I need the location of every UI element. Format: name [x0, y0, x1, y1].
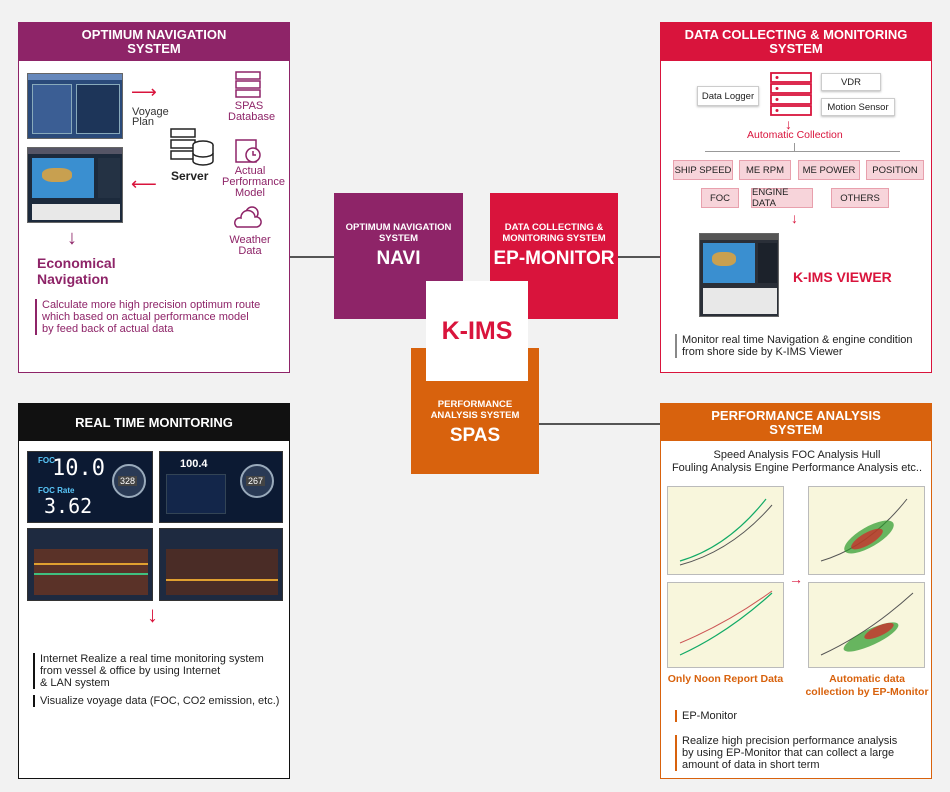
- ship-speed-box: SHIP SPEED: [673, 160, 733, 180]
- realtime-panel-header: REAL TIME MONITORING: [19, 404, 289, 441]
- navi-hub-title: NAVI: [376, 248, 421, 269]
- kims-center-box: K-IMS: [426, 281, 528, 381]
- ep-hub-sub-1: DATA COLLECTING &: [504, 222, 604, 233]
- connector-navi: [290, 256, 334, 258]
- bracket-vertical: [794, 143, 795, 151]
- foc-box: FOC: [701, 188, 739, 208]
- trend-chart-1: [27, 528, 153, 601]
- spas-hub-sub-1: PERFORMANCE: [437, 399, 513, 410]
- speed-analysis-plot-ep: [808, 486, 925, 575]
- automatic-collection-label: Automatic Collection: [747, 129, 843, 141]
- kims-viewer-label: K-IMS VIEWER: [793, 269, 892, 285]
- monitor-panel-header: DATA COLLECTING & MONITORING SYSTEM: [661, 23, 931, 61]
- monitor-title-2: SYSTEM: [769, 41, 823, 56]
- foc-analysis-plot: [667, 582, 784, 668]
- spas-hub-sub-2: ANALYSIS SYSTEM: [430, 410, 520, 421]
- arrow-right-icon: →: [789, 571, 803, 587]
- voyage-plan-screenshot: [27, 73, 123, 139]
- navi-title-1: OPTIMUM NAVIGATION: [81, 27, 227, 42]
- spas-panel-header: PERFORMANCE ANALYSIS SYSTEM: [661, 404, 931, 441]
- speed-analysis-plot: [667, 486, 784, 575]
- spas-hub-box: PERFORMANCE ANALYSIS SYSTEM SPAS: [411, 348, 539, 474]
- others-box: OTHERS: [831, 188, 889, 208]
- bracket-top: [705, 151, 900, 152]
- spas-title-2: SYSTEM: [769, 421, 823, 437]
- performance-model-icon: [233, 137, 263, 170]
- data-logger-box: Data Logger: [697, 86, 759, 106]
- connector-spas: [538, 423, 660, 425]
- navi-hub-sub-2: SYSTEM: [378, 233, 419, 244]
- realtime-description: Internet Realize a real time monitoring …: [33, 653, 264, 689]
- server-label: Server: [171, 169, 209, 183]
- position-box: POSITION: [866, 160, 924, 180]
- database-icon: [233, 69, 263, 104]
- spas-title-1: PERFORMANCE ANALYSIS: [711, 407, 881, 423]
- foc-dashboard: FOC 10.0 FOC Rate 3.62 328: [27, 451, 153, 523]
- monitor-panel: DATA COLLECTING & MONITORING SYSTEM Data…: [660, 22, 932, 373]
- ep-hub-sub-2: MONITORING SYSTEM: [502, 233, 606, 244]
- me-power-box: ME POWER: [798, 160, 860, 180]
- server-icon: [169, 127, 215, 172]
- navi-title-2: SYSTEM: [127, 41, 181, 56]
- navi-hub-sub-1: OPTIMUM NAVIGATION: [345, 222, 452, 233]
- kims-logo-text: K-IMS: [441, 316, 513, 345]
- monitor-title-1: DATA COLLECTING & MONITORING: [684, 27, 908, 42]
- navigation-screenshot: [27, 147, 123, 223]
- realtime-panel: REAL TIME MONITORING FOC 10.0 FOC Rate 3…: [18, 403, 290, 779]
- motion-sensor-box: Motion Sensor: [821, 98, 895, 116]
- trend-chart-2: [159, 528, 283, 601]
- spas-description: Realize high precision performance analy…: [675, 735, 897, 771]
- engine-dashboard: 100.4 267: [159, 451, 283, 523]
- ep-hub-title: EP-MONITOR: [493, 248, 615, 269]
- weather-icon: [231, 203, 265, 236]
- kims-viewer-screenshot: [699, 233, 779, 317]
- me-rpm-box: ME RPM: [739, 160, 791, 180]
- realtime-description-2: Visualize voyage data (FOC, CO2 emission…: [33, 695, 279, 707]
- arrow-down-icon: ↓: [791, 210, 798, 226]
- navi-panel-header: OPTIMUM NAVIGATION SYSTEM: [19, 23, 289, 61]
- spas-panel: PERFORMANCE ANALYSIS SYSTEM Speed Analys…: [660, 403, 932, 779]
- noon-report-label: Only Noon Report Data: [667, 673, 784, 685]
- monitor-description: Monitor real time Navigation & engine co…: [675, 334, 913, 358]
- vdr-box: VDR: [821, 73, 881, 91]
- arrow-down-icon: ↓: [147, 602, 158, 627]
- server-rack-icon: [769, 71, 813, 122]
- arrow-left-icon: ⟵: [131, 174, 157, 194]
- navi-description: Calculate more high precision optimum ro…: [35, 299, 260, 335]
- arrow-down-icon: ↓: [785, 116, 792, 132]
- arrow-down-icon: ↓: [67, 227, 77, 249]
- connector-monitor: [617, 256, 660, 258]
- foc-analysis-plot-ep: [808, 582, 925, 668]
- ep-monitor-label: EP-Monitor: [675, 710, 737, 722]
- engine-data-box: ENGINE DATA: [751, 187, 813, 209]
- spas-hub-title: SPAS: [449, 425, 501, 446]
- arrow-right-icon: ⟶: [131, 82, 157, 102]
